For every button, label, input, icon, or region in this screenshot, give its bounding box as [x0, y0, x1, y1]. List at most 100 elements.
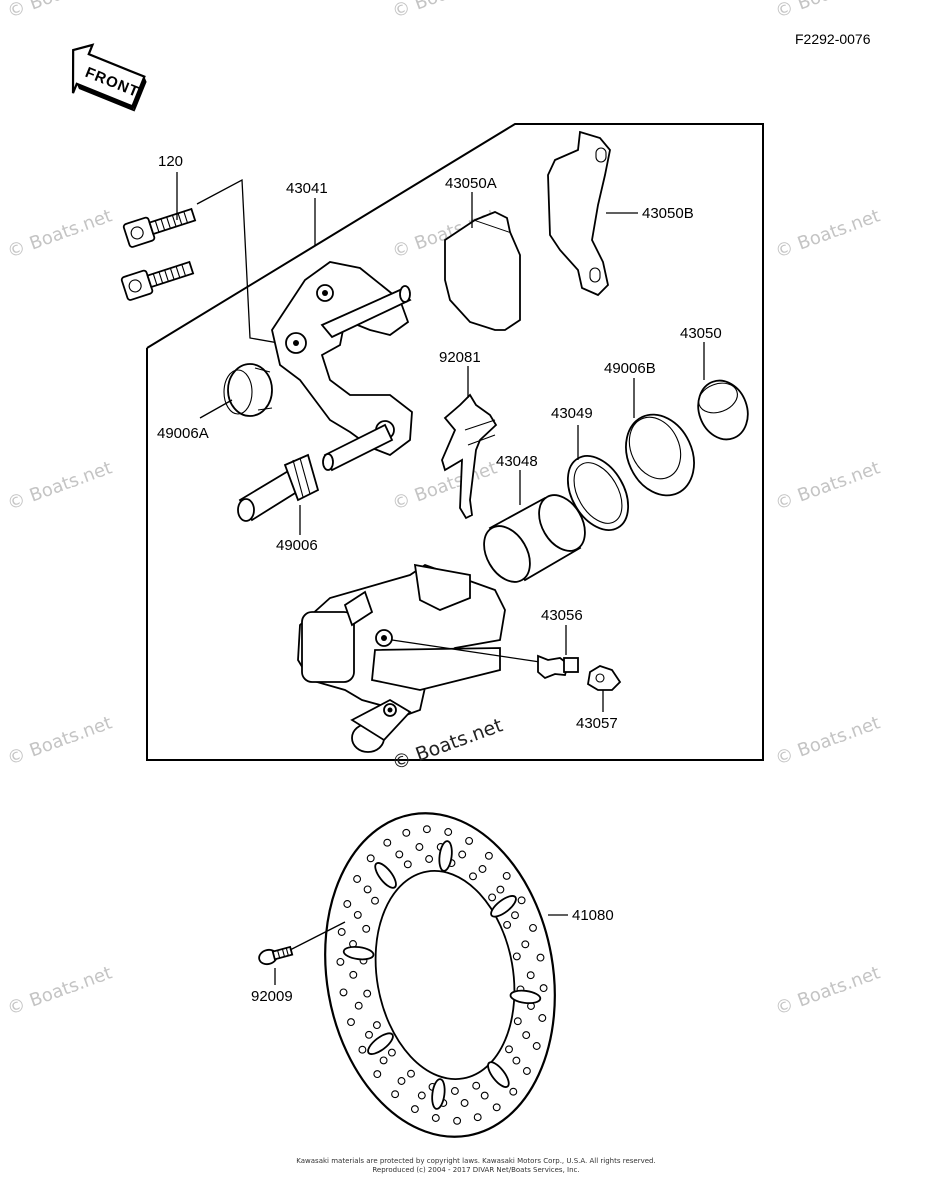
disc-slot [342, 945, 375, 961]
disc-slot [487, 1061, 510, 1088]
disc-hole [512, 952, 521, 961]
disc-holes [336, 825, 548, 1125]
disc-hole [366, 854, 375, 863]
disc-hole [402, 828, 411, 837]
watermark-center: © Boats.net [389, 714, 505, 774]
label-49006: 49006 [276, 537, 318, 554]
disc-hole [444, 828, 453, 836]
disc-hole [536, 953, 545, 962]
disc-hole [407, 1069, 415, 1078]
watermark: © Boats.net [5, 962, 115, 1019]
disc-hole [417, 1091, 426, 1100]
disc-hole [415, 843, 424, 851]
piston-43048 [483, 470, 586, 583]
label-49006A: 49006A [157, 425, 209, 442]
watermark: © Boats.net [773, 712, 883, 769]
disc-hole [478, 865, 487, 873]
disc-hole [502, 871, 511, 880]
bracket-43041 [271, 198, 413, 472]
bolt-120 [120, 172, 291, 346]
disc-hole [431, 1114, 440, 1122]
label-43041: 43041 [286, 180, 328, 197]
disc-hole [363, 989, 372, 998]
disc-hole [425, 855, 434, 863]
watermark: © Boats.net [773, 0, 883, 23]
disc-hole [469, 872, 477, 881]
disc-hole [371, 896, 379, 905]
disc-hole [472, 1081, 481, 1090]
disc-hole [529, 923, 537, 932]
disc-slot [367, 1032, 394, 1055]
disc-hole [450, 1087, 459, 1095]
disc-hole [336, 957, 345, 966]
disc-hole [511, 911, 519, 920]
disc-hole [339, 988, 348, 997]
disc-hole [391, 1090, 400, 1099]
disc-hole [521, 940, 530, 949]
bleed-valve-43056 [537, 625, 579, 680]
diagram-code: F2292-0076 [795, 31, 871, 47]
boot-49006A [199, 363, 273, 419]
disc-hole [488, 893, 497, 902]
disc-hole [484, 851, 493, 860]
disc-hole [509, 1087, 518, 1096]
watermark: © Boats.net [773, 457, 883, 514]
disc-slot [509, 989, 542, 1005]
label-43049: 43049 [551, 405, 593, 422]
disc-hole [460, 1099, 469, 1107]
disc-hole [522, 1067, 531, 1075]
sleeve-49006 [237, 453, 320, 535]
disc-41080 [324, 812, 568, 1138]
pad-43050A [444, 192, 521, 331]
footer-copyright: Kawasaki materials are protected by copy… [296, 1157, 655, 1165]
disc-hole [422, 825, 431, 834]
disc-hole [532, 1042, 541, 1050]
disc-hole [496, 885, 505, 894]
disc-hole [403, 860, 412, 869]
disc-hole [347, 1018, 355, 1027]
disc-hole [383, 838, 392, 847]
disc-hole [358, 1045, 367, 1054]
label-41080: 41080 [572, 907, 614, 924]
disc-hole [492, 1103, 501, 1112]
label-43050: 43050 [680, 325, 722, 342]
disc-hole [473, 1113, 482, 1122]
disc-hole [354, 1001, 363, 1010]
label-43056: 43056 [541, 607, 583, 624]
label-43048: 43048 [496, 453, 538, 470]
disc-hole [410, 1105, 419, 1114]
front-arrow: FRONT [71, 43, 147, 112]
label-92009: 92009 [251, 988, 293, 1005]
disc-hole [353, 910, 362, 919]
cap-43057 [587, 665, 622, 712]
disc-hole [503, 920, 512, 929]
caliper-body [297, 563, 541, 753]
disc-slot [374, 862, 397, 889]
pad-43050B [547, 130, 638, 297]
label-43050A: 43050A [445, 175, 497, 192]
watermark: © Boats.net [5, 712, 115, 769]
label-43050B: 43050B [642, 205, 694, 222]
caliper-assembly-box [146, 123, 764, 761]
disc-hole [353, 875, 362, 883]
spring-92081 [441, 366, 498, 520]
disc-hole [387, 1048, 396, 1057]
disc-hole [522, 1031, 531, 1040]
bolt-92009 [258, 921, 346, 985]
disc-hole [372, 1021, 381, 1030]
disc-hole [395, 850, 404, 859]
disc-hole [526, 971, 535, 980]
disc-hole [363, 885, 372, 894]
watermark: © Boats.net [773, 962, 883, 1019]
disc-hole [337, 928, 346, 936]
watermark: © Boats.net [5, 457, 115, 514]
label-43057: 43057 [576, 715, 618, 732]
disc-hole [379, 1056, 388, 1065]
disc-slot [431, 1078, 446, 1110]
disc-hole [480, 1091, 489, 1100]
watermark: © Boats.net [773, 205, 883, 262]
disc-slot [490, 895, 517, 918]
disc-hole [397, 1077, 406, 1085]
disc-hole [513, 1017, 522, 1026]
